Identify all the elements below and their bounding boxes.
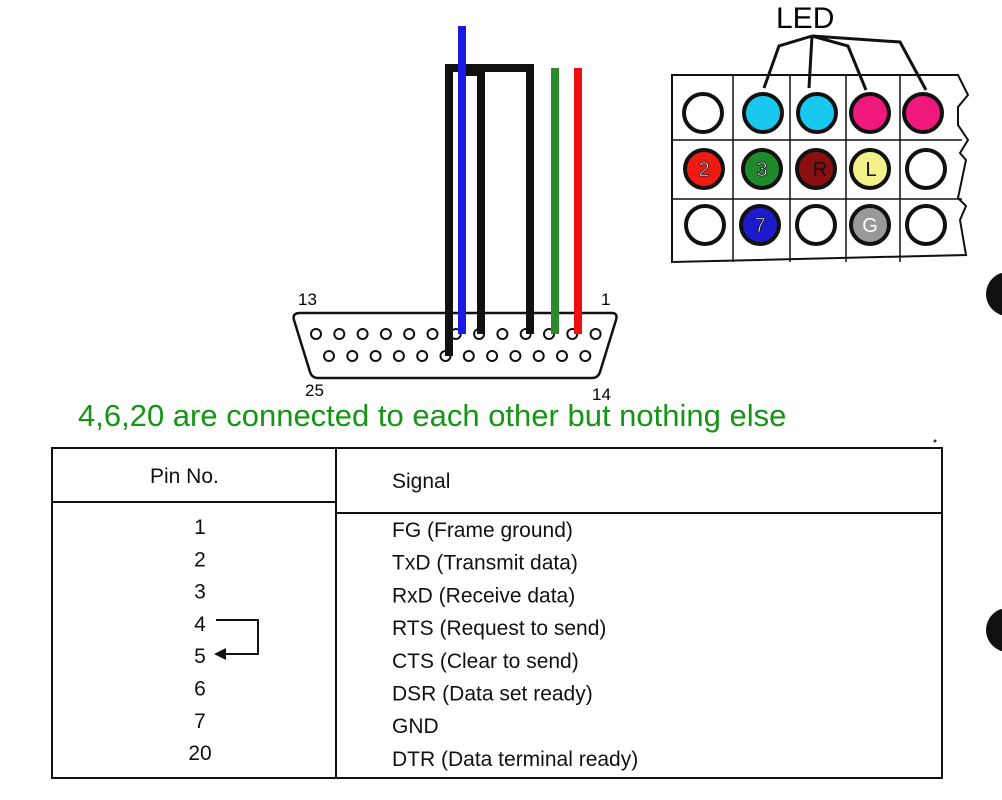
socket-pin-g bbox=[849, 204, 891, 246]
connector-pin-hole bbox=[310, 328, 322, 340]
table-cell-pin: 1 bbox=[194, 516, 206, 539]
db25-connector-shell bbox=[292, 311, 618, 380]
pin-label-1: 1 bbox=[601, 290, 610, 309]
connector-pin-hole bbox=[379, 328, 392, 340]
connector-pin-hole bbox=[579, 350, 592, 362]
led-magenta-2 bbox=[902, 92, 944, 134]
socket-pin-l bbox=[849, 148, 891, 190]
socket-pin-r bbox=[795, 148, 837, 190]
edge-mark-lower bbox=[986, 608, 1002, 652]
loop-arrowhead-icon bbox=[214, 648, 226, 660]
socket-pin-3 bbox=[741, 148, 783, 190]
socket-pin-2-label: 2 bbox=[698, 159, 709, 181]
table-cell-signal: DTR (Data terminal ready) bbox=[392, 748, 638, 771]
socket-pin-7-label: 7 bbox=[754, 215, 765, 237]
socket-pin-l-label: L bbox=[865, 159, 876, 181]
table-cell-pin: 6 bbox=[194, 678, 206, 701]
connector-pin-hole bbox=[496, 328, 509, 340]
edge-mark-upper bbox=[986, 272, 1002, 316]
connector-pin-hole bbox=[392, 350, 405, 362]
connector-pin-hole bbox=[556, 350, 568, 362]
led-cyan-2 bbox=[796, 92, 838, 134]
pin-label-13: 13 bbox=[298, 290, 317, 309]
table-cell-signal: GND bbox=[392, 715, 439, 738]
table-cell-signal: CTS (Clear to send) bbox=[392, 650, 579, 673]
led-cyan-1 bbox=[742, 92, 784, 134]
speck bbox=[933, 439, 937, 443]
led-label: LED bbox=[776, 2, 834, 35]
socket-pin-r-label: R bbox=[813, 159, 827, 181]
connection-note: 4,6,20 are connected to each other but n… bbox=[78, 398, 787, 433]
socket-hole-empty bbox=[682, 92, 724, 134]
table-header-pin: Pin No. bbox=[150, 465, 219, 488]
connector-pin-hole bbox=[426, 328, 439, 340]
socket-pin-g-label: G bbox=[862, 215, 878, 237]
table-cell-signal: TxD (Transmit data) bbox=[392, 552, 578, 575]
connector-pin-hole bbox=[416, 350, 429, 362]
connector-pin-hole bbox=[333, 328, 346, 340]
socket-pin-2 bbox=[683, 148, 725, 190]
table-cell-pin: 4 bbox=[194, 613, 206, 636]
connector-pin-hole bbox=[532, 350, 545, 362]
table-cell-signal: RTS (Request to send) bbox=[392, 617, 606, 640]
connector-pin-hole bbox=[323, 350, 335, 362]
connector-pin-hole bbox=[369, 350, 382, 362]
connector-pin-hole bbox=[356, 328, 369, 340]
socket-grid-lines bbox=[672, 75, 962, 262]
connector-pin-hole bbox=[486, 350, 499, 362]
table-cell-signal: FG (Frame ground) bbox=[392, 519, 573, 542]
table-cell-pin: 7 bbox=[194, 710, 206, 733]
pin-label-14: 14 bbox=[592, 385, 611, 404]
connector-pin-hole bbox=[346, 350, 359, 362]
connector-pin-hole bbox=[589, 328, 602, 340]
socket-pin-7 bbox=[739, 204, 781, 246]
table-cell-pin: 5 bbox=[194, 645, 206, 668]
socket-pin-3-label: 3 bbox=[756, 159, 767, 181]
table-cell-pin: 3 bbox=[194, 581, 206, 604]
socket-hole-empty bbox=[795, 204, 837, 246]
table-header-signal: Signal bbox=[392, 470, 450, 493]
table-cell-pin: 2 bbox=[194, 548, 206, 571]
connector-pin-hole bbox=[509, 350, 522, 362]
led-magenta-1 bbox=[849, 92, 891, 134]
socket-hole-empty bbox=[905, 204, 947, 246]
table-cell-pin: 20 bbox=[188, 742, 211, 765]
connector-pin-hole bbox=[403, 328, 416, 340]
table-cell-signal: DSR (Data set ready) bbox=[392, 683, 593, 706]
led-pointer-lines bbox=[762, 34, 928, 91]
connector-pin-hole bbox=[462, 350, 475, 362]
black-wire-loop bbox=[445, 64, 534, 356]
signal-table-border bbox=[51, 447, 943, 779]
socket-hole-empty bbox=[905, 148, 947, 190]
rts-cts-loop-connector bbox=[216, 619, 259, 655]
socket-hole-empty bbox=[684, 204, 726, 246]
connector-pins-bottom bbox=[323, 350, 592, 362]
table-cell-signal: RxD (Receive data) bbox=[392, 584, 575, 607]
pin-label-25: 25 bbox=[305, 381, 324, 400]
black-wire-inner bbox=[462, 68, 485, 334]
